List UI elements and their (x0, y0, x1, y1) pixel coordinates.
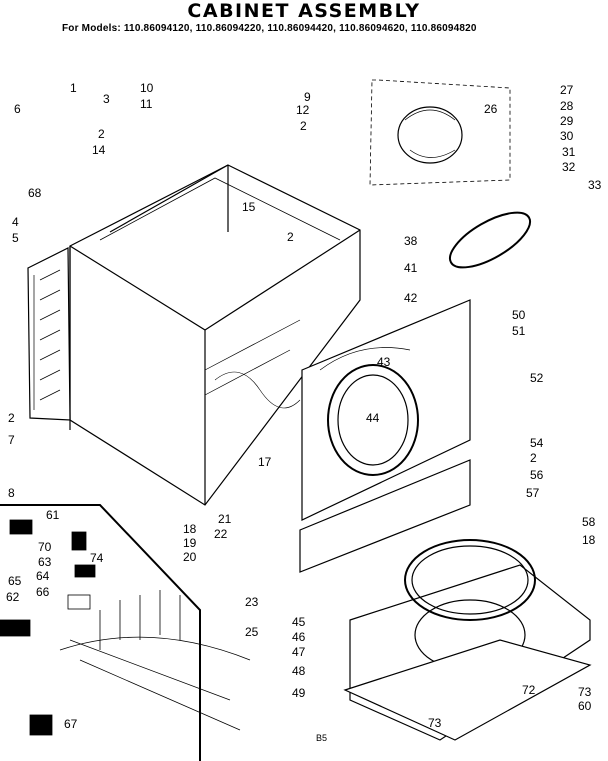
callout-62: 62 (6, 590, 20, 604)
callout-65: 65 (8, 574, 22, 588)
callout-74: 74 (90, 551, 104, 565)
callout-9: 9 (304, 90, 311, 104)
callout-68: 68 (28, 186, 42, 200)
models-subtitle: For Models: 110.86094120, 110.86094220, … (62, 23, 477, 34)
callout-56: 56 (530, 468, 544, 482)
base-assembly (343, 539, 592, 741)
callout-70: 70 (38, 540, 52, 554)
callout-45: 45 (292, 615, 306, 629)
callout-63: 63 (38, 555, 52, 569)
callout-31: 31 (562, 145, 576, 159)
callout-60: 60 (578, 699, 592, 713)
callout-6: 6 (14, 102, 21, 116)
callout-12: 12 (296, 103, 310, 117)
wiring-harness (0, 504, 251, 761)
callout-52: 52 (530, 371, 544, 385)
callout-26: 26 (484, 102, 498, 116)
callout-41: 41 (404, 261, 418, 275)
callout-46: 46 (292, 630, 306, 644)
callout-17: 17 (258, 455, 272, 469)
front-panel (301, 299, 471, 521)
callout-3: 3 (103, 92, 110, 106)
side-panel (27, 247, 71, 421)
callout-2: 2 (8, 411, 15, 425)
callout-73: 73 (428, 716, 442, 730)
callout-4: 4 (12, 215, 19, 229)
callout-72: 72 (522, 683, 536, 697)
page-ref: B5 (316, 733, 327, 743)
callout-15: 15 (242, 200, 256, 214)
callout-28: 28 (560, 99, 574, 113)
callout-64: 64 (36, 569, 50, 583)
callout-19: 19 (183, 536, 197, 550)
callout-42: 42 (404, 291, 418, 305)
callout-2: 2 (300, 119, 307, 133)
callout-2: 2 (287, 230, 294, 244)
callout-14: 14 (92, 143, 106, 157)
callout-47: 47 (292, 645, 306, 659)
motor-inset (369, 79, 531, 269)
callout-54: 54 (530, 436, 544, 450)
callout-10: 10 (140, 81, 154, 95)
callout-18: 18 (183, 522, 197, 536)
callout-30: 30 (560, 129, 574, 143)
callout-44: 44 (366, 411, 380, 425)
diagram-title: CABINET ASSEMBLY (187, 0, 421, 22)
callout-38: 38 (404, 234, 418, 248)
callout-49: 49 (292, 686, 306, 700)
callout-18: 18 (582, 533, 596, 547)
callout-66: 66 (36, 585, 50, 599)
callout-33: 33 (588, 178, 602, 192)
callout-22: 22 (214, 527, 228, 541)
callout-43: 43 (377, 355, 391, 369)
callout-57: 57 (526, 486, 540, 500)
callout-48: 48 (292, 664, 306, 678)
callout-21: 21 (218, 512, 232, 526)
callout-8: 8 (8, 486, 15, 500)
toe-panel (299, 459, 471, 573)
callout-1: 1 (70, 81, 77, 95)
callout-73: 73 (578, 685, 592, 699)
callout-2: 2 (98, 127, 105, 141)
callout-29: 29 (560, 114, 574, 128)
callout-61: 61 (46, 508, 60, 522)
callout-2: 2 (530, 451, 537, 465)
callout-32: 32 (562, 160, 576, 174)
callout-7: 7 (8, 433, 15, 447)
callout-11: 11 (140, 97, 153, 111)
callout-50: 50 (512, 308, 526, 322)
callout-23: 23 (245, 595, 259, 609)
callout-25: 25 (245, 625, 259, 639)
callout-labels: 1 3 10 11 6 2 14 68 4 5 9 12 2 26 27 28 … (6, 81, 602, 743)
callout-51: 51 (512, 324, 526, 338)
cabinet-body (69, 164, 361, 506)
callout-5: 5 (12, 231, 19, 245)
callout-20: 20 (183, 550, 197, 564)
callout-67: 67 (64, 717, 78, 731)
callout-58: 58 (582, 515, 596, 529)
callout-27: 27 (560, 83, 574, 97)
